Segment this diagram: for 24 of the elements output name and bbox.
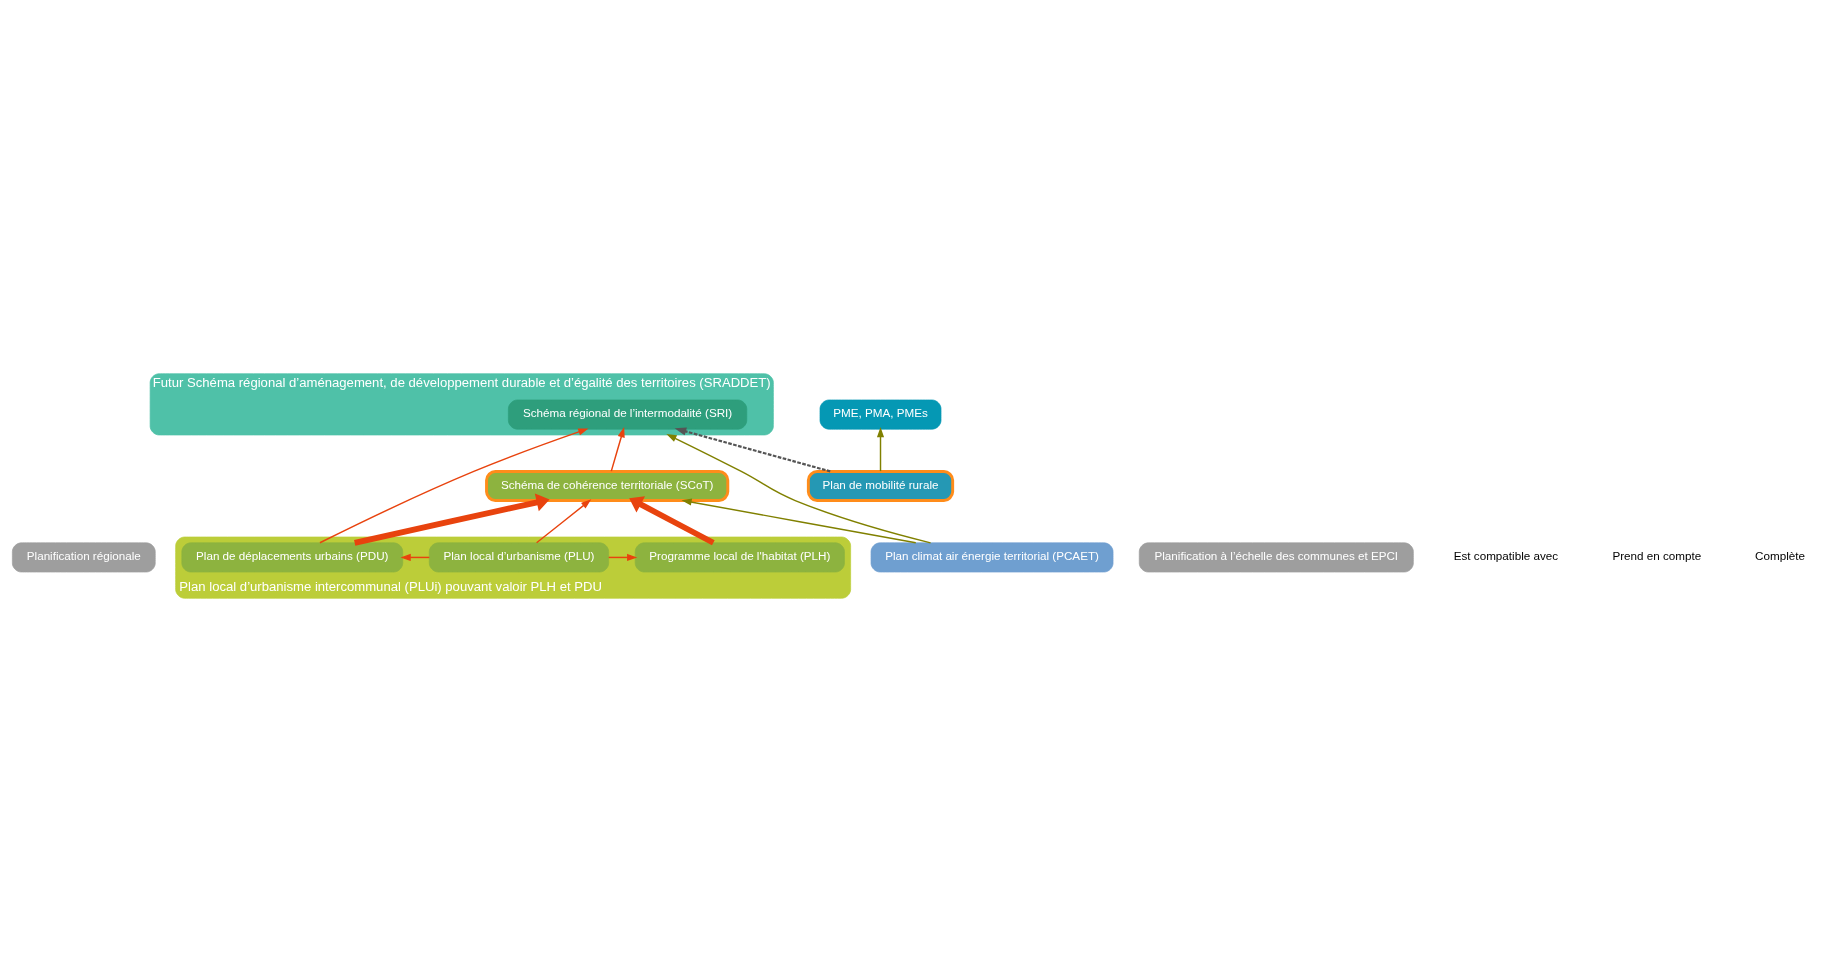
node-box: PME, PMA, PMEs [819, 399, 942, 429]
node-box: Plan de mobilité rurale [806, 469, 955, 502]
arrow [610, 426, 625, 472]
node-box: Plan de déplacements urbains (PDU) [181, 542, 404, 572]
node-box: Planification régionale [12, 542, 156, 572]
arrow [629, 495, 715, 545]
node-box: Schéma régional de l’intermodalité (SRI) [508, 399, 748, 429]
legend-label: Prend en compte [1612, 548, 1702, 562]
arrow [876, 426, 885, 472]
node-box: Plan local d’urbanisme (PLU) [428, 542, 609, 572]
arrow [354, 492, 550, 546]
node-box: Planification à l’échelle des communes et EPCI [1138, 542, 1414, 572]
node-box: Schéma de cohérence territoriale (SCoT) [485, 469, 730, 502]
arrow [666, 433, 932, 544]
arrow [535, 498, 592, 543]
node-box: Plan climat air énergie territorial (PCAET) [870, 542, 1114, 572]
node-box: Programme local de l'habitat (PLH) [634, 542, 845, 572]
arrow [400, 553, 431, 561]
arrow [607, 553, 638, 561]
arrow [681, 498, 917, 544]
legend-label: Complète [1755, 548, 1805, 562]
arrow [319, 427, 589, 543]
arrow [674, 426, 831, 472]
legend-label: Est compatible avec [1453, 548, 1559, 562]
